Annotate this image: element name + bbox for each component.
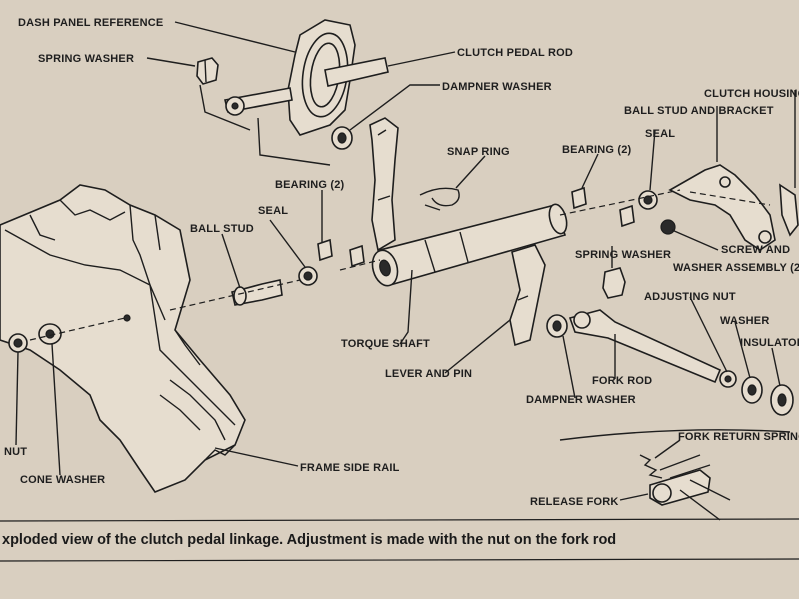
cone-washer-part — [38, 323, 62, 345]
label-clutch-housing: CLUTCH HOUSING — [704, 88, 799, 100]
label-dampner-washer-top: DAMPNER WASHER — [442, 81, 552, 93]
snap-ring-part — [419, 187, 460, 211]
ball-stud-left-part — [231, 279, 283, 306]
label-fork-rod: FORK ROD — [592, 375, 652, 387]
bearing-left-part — [317, 238, 365, 268]
label-washer: WASHER — [720, 315, 769, 327]
label-bearing-left: BEARING (2) — [275, 179, 345, 191]
insulator-part — [770, 384, 794, 416]
label-dash-panel-reference: DASH PANEL REFERENCE — [18, 17, 163, 29]
ball-stud-bracket-part — [668, 164, 776, 251]
label-release-fork: RELEASE FORK — [530, 496, 619, 508]
clutch-housing-part — [779, 183, 799, 237]
label-lever-and-pin: LEVER AND PIN — [385, 368, 472, 380]
label-nut: NUT — [4, 446, 27, 458]
dampner-washer-bottom-part — [546, 314, 568, 338]
caption-rule-bottom — [0, 558, 799, 562]
leader-lines — [15, 21, 796, 501]
screw-washer-part — [660, 219, 676, 235]
seal-left-part — [298, 266, 318, 286]
label-bearing-right: BEARING (2) — [562, 144, 632, 156]
spring-washer-mid-part — [602, 267, 626, 299]
spring-washer-top-part — [196, 57, 219, 85]
label-spring-washer-mid: SPRING WASHER — [575, 249, 671, 261]
torque-shaft-part — [371, 203, 568, 287]
fork-rod-part — [568, 309, 722, 384]
caption-rule — [0, 518, 799, 522]
label-insulator: INSULATOR — [740, 337, 799, 349]
dampner-washer-top-part — [331, 126, 353, 150]
dash-panel-drawing — [199, 19, 389, 166]
label-snap-ring: SNAP RING — [447, 146, 510, 158]
label-seal-left: SEAL — [258, 205, 288, 217]
nut-part — [8, 333, 28, 353]
seal-right-part — [638, 190, 658, 210]
label-cone-washer: CONE WASHER — [20, 474, 105, 486]
label-frame-side-rail: FRAME SIDE RAIL — [300, 462, 400, 474]
label-fork-return-spring: FORK RETURN SPRING — [678, 431, 799, 443]
label-ball-stud-and-bracket: BALL STUD AND BRACKET — [624, 105, 774, 117]
lever-and-pin-part — [509, 244, 546, 347]
torque-shaft-upper-lever — [369, 117, 399, 252]
label-seal-right: SEAL — [645, 128, 675, 140]
adjusting-nut-part — [719, 370, 737, 388]
bearing-right-part — [571, 186, 635, 228]
release-fork-part — [649, 469, 731, 521]
figure-caption: xploded view of the clutch pedal linkage… — [2, 532, 616, 548]
label-torque-shaft: TORQUE SHAFT — [341, 338, 430, 350]
washer-part — [741, 376, 763, 404]
fork-return-spring-part — [639, 454, 711, 479]
label-spring-washer-top: SPRING WASHER — [38, 53, 134, 65]
label-screw-and-washer-1: SCREW AND — [721, 244, 790, 256]
label-dampner-washer-bottom: DAMPNER WASHER — [526, 394, 636, 406]
label-adjusting-nut: ADJUSTING NUT — [644, 291, 736, 303]
frame-side-rail-drawing — [0, 184, 246, 493]
label-clutch-pedal-rod: CLUTCH PEDAL ROD — [457, 47, 573, 59]
label-ball-stud: BALL STUD — [190, 223, 254, 235]
label-screw-and-washer-2: WASHER ASSEMBLY (2) — [673, 262, 799, 274]
